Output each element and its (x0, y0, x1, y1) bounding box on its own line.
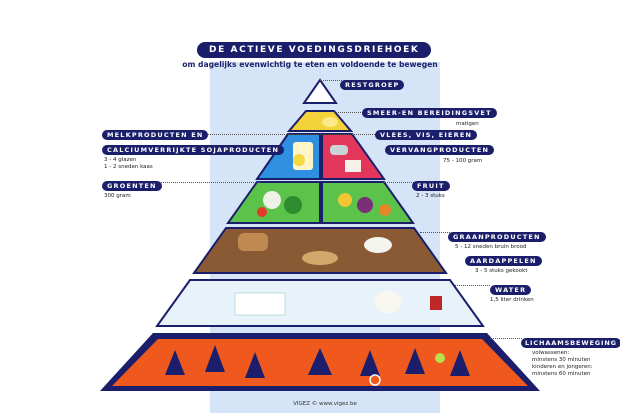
layer-fats (286, 110, 354, 132)
vegetables-illustration (263, 191, 281, 209)
layer-grains (192, 227, 448, 274)
amount-water: 1,5 liter drinken (490, 297, 534, 303)
amount-fruit: 2 - 3 stuks (416, 193, 445, 199)
glasses-illustration (234, 292, 286, 316)
label-fruit: FRUIT (412, 181, 450, 191)
tofu-illustration (345, 160, 361, 172)
amount-dairy-1: 3 - 4 glazen (104, 157, 137, 163)
milk-illustration (293, 154, 305, 166)
bicycle-illustration (369, 374, 381, 386)
label-dairy-1: MELKPRODUCTEN EN (102, 130, 209, 140)
page-title: DE ACTIEVE VOEDINGSDRIEHOEK (197, 42, 432, 58)
tomato-illustration (257, 207, 267, 217)
label-fats: SMEER-EN BEREIDINGSVET (362, 108, 497, 118)
fruit-illustration (338, 193, 352, 207)
bread-illustration (238, 233, 268, 251)
teapot-illustration (374, 291, 402, 313)
label-exercise: LICHAAMSBEWEGING (521, 338, 620, 348)
leader-line (384, 182, 414, 183)
exercise-line-2: minstens 30 minuten (532, 357, 591, 363)
label-water: WATER (490, 285, 532, 295)
fish-illustration (330, 145, 348, 155)
label-meat-1: VLEES, VIS, EIEREN (375, 130, 478, 140)
leader-line (150, 182, 260, 183)
amount-fats: matigen (456, 121, 479, 127)
label-grains: GRAANPRODUCTEN (448, 232, 546, 242)
grapes-illustration (357, 197, 373, 213)
leader-line (335, 112, 365, 113)
amount-dairy-2: 1 - 2 sneden kaas (104, 164, 153, 170)
leader-line (320, 80, 342, 81)
layer-meat (321, 133, 386, 180)
label-vegetables: GROENTEN (102, 181, 162, 191)
orange-illustration (379, 204, 391, 216)
exercising-figures (165, 345, 470, 378)
lettuce-illustration (284, 196, 302, 214)
leader-line (490, 338, 522, 339)
rice-illustration (364, 237, 392, 253)
leader-line (200, 134, 375, 135)
layer-restgroep (302, 78, 338, 104)
amount-meat: 75 - 100 gram (443, 158, 483, 164)
label-restgroep: RESTGROEP (340, 80, 405, 90)
footer-credit: VIGEZ © www.vigez.be (293, 401, 357, 407)
amount-grains: 5 - 12 sneden bruin brood (455, 244, 527, 250)
label-potatoes: AARDAPPELEN (465, 256, 542, 266)
label-meat-2: VERVANGPRODUCTEN (385, 145, 495, 155)
exercise-line-3: kinderen en jongeren: (532, 364, 593, 370)
cup-illustration (430, 296, 442, 310)
label-dairy-2: CALCIUMVERRIJKTE SOJAPRODUCTEN (102, 145, 285, 155)
page-subtitle: om dagelijks evenwichtig te eten en vold… (182, 60, 438, 69)
exercise-line-1: volwassenen: (532, 350, 570, 356)
ball-illustration (435, 353, 445, 363)
leader-line (455, 285, 490, 286)
butter-illustration (322, 117, 338, 127)
leader-line (420, 232, 450, 233)
exercise-line-4: minstens 60 minuten (532, 371, 591, 377)
amount-vegetables: 300 gram (104, 193, 131, 199)
potatoes-illustration (302, 251, 338, 265)
amount-potatoes: 3 - 5 stuks gekookt (475, 268, 528, 274)
